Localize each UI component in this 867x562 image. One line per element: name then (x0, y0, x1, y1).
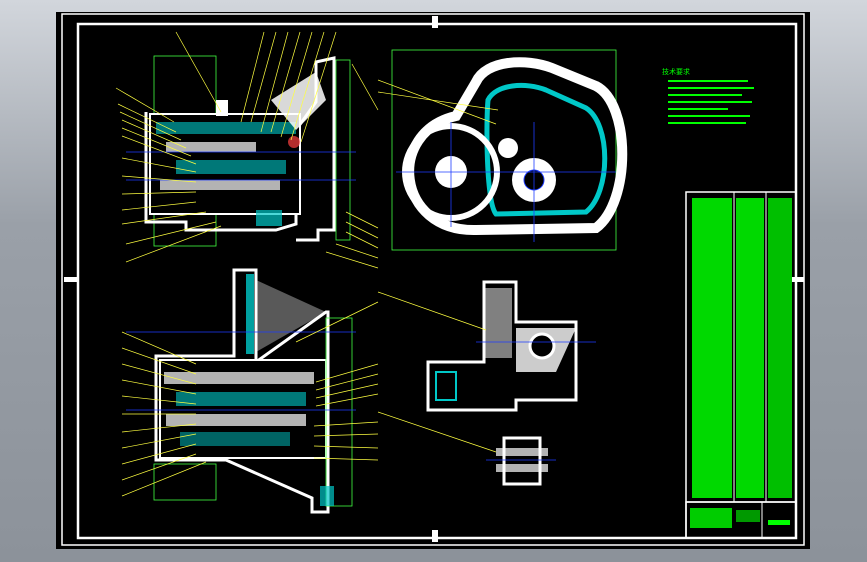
leaders-top-view (121, 301, 379, 497)
parts-list-table (685, 191, 797, 539)
drawing-canvas: 技术要求 (61, 13, 805, 546)
tech-notes-heading: 技术要求 (662, 67, 690, 76)
technical-notes: 技术要求 (662, 67, 754, 124)
top-section-view (126, 268, 356, 514)
center-mark-top (432, 16, 438, 28)
detail-section-view (377, 280, 596, 453)
title-block (685, 501, 797, 539)
center-mark-left (64, 277, 78, 282)
center-mark-right (792, 277, 804, 282)
shaft-detail (486, 436, 556, 486)
cad-viewport[interactable]: 技术要求 (56, 12, 810, 549)
front-section-view (126, 55, 356, 247)
leaders-front-view (115, 31, 379, 269)
side-view (377, 49, 628, 251)
center-mark-bottom (432, 530, 438, 542)
